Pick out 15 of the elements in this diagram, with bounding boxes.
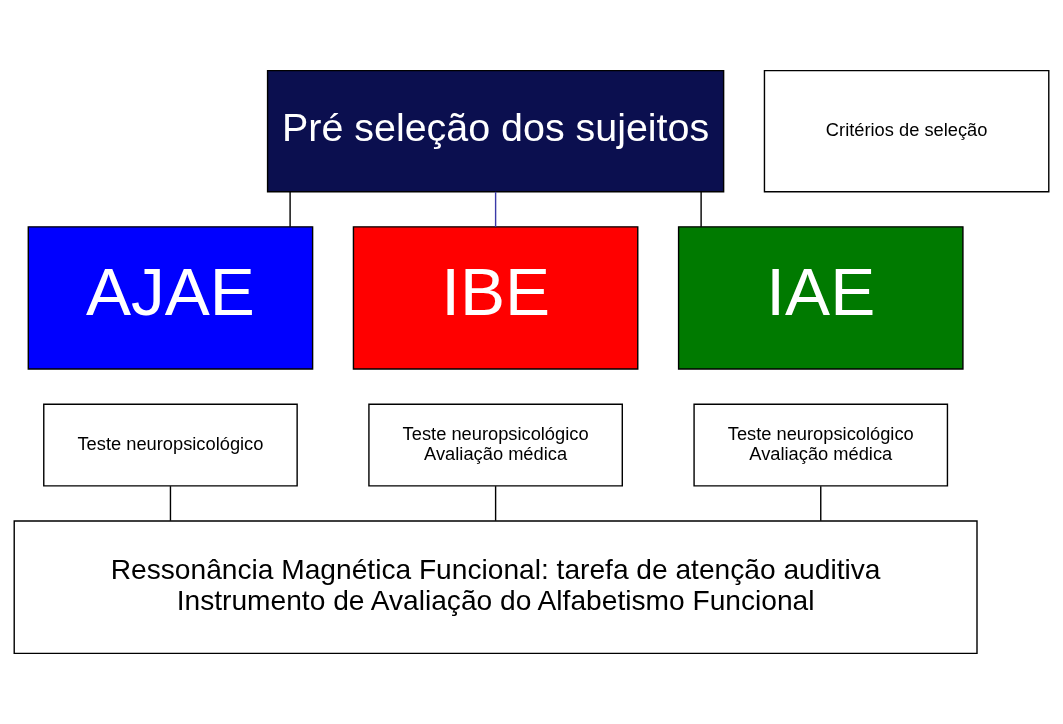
node-box: Ressonância Magnética Funcional: tarefa de atenção auditiva Instrumento de Avaliação do Alfabetismo Funcional <box>13 520 978 655</box>
node-box: Teste neuropsicológico Avaliação médica <box>693 403 949 487</box>
node-box: Pré seleção dos sujeitos <box>266 69 725 193</box>
connector <box>494 191 497 228</box>
connector <box>289 191 291 228</box>
node-box: Teste neuropsicológico Avaliação médica <box>368 403 623 487</box>
connector <box>700 191 702 228</box>
node-box: IBE <box>352 226 639 370</box>
node-box: Critérios de seleção <box>763 69 1050 193</box>
connector <box>494 485 497 522</box>
node-box: AJAE <box>27 226 314 370</box>
connector <box>820 485 822 522</box>
node-box: IAE <box>677 226 964 370</box>
node-box: Teste neuropsicológico <box>43 403 298 487</box>
connector <box>169 485 172 522</box>
